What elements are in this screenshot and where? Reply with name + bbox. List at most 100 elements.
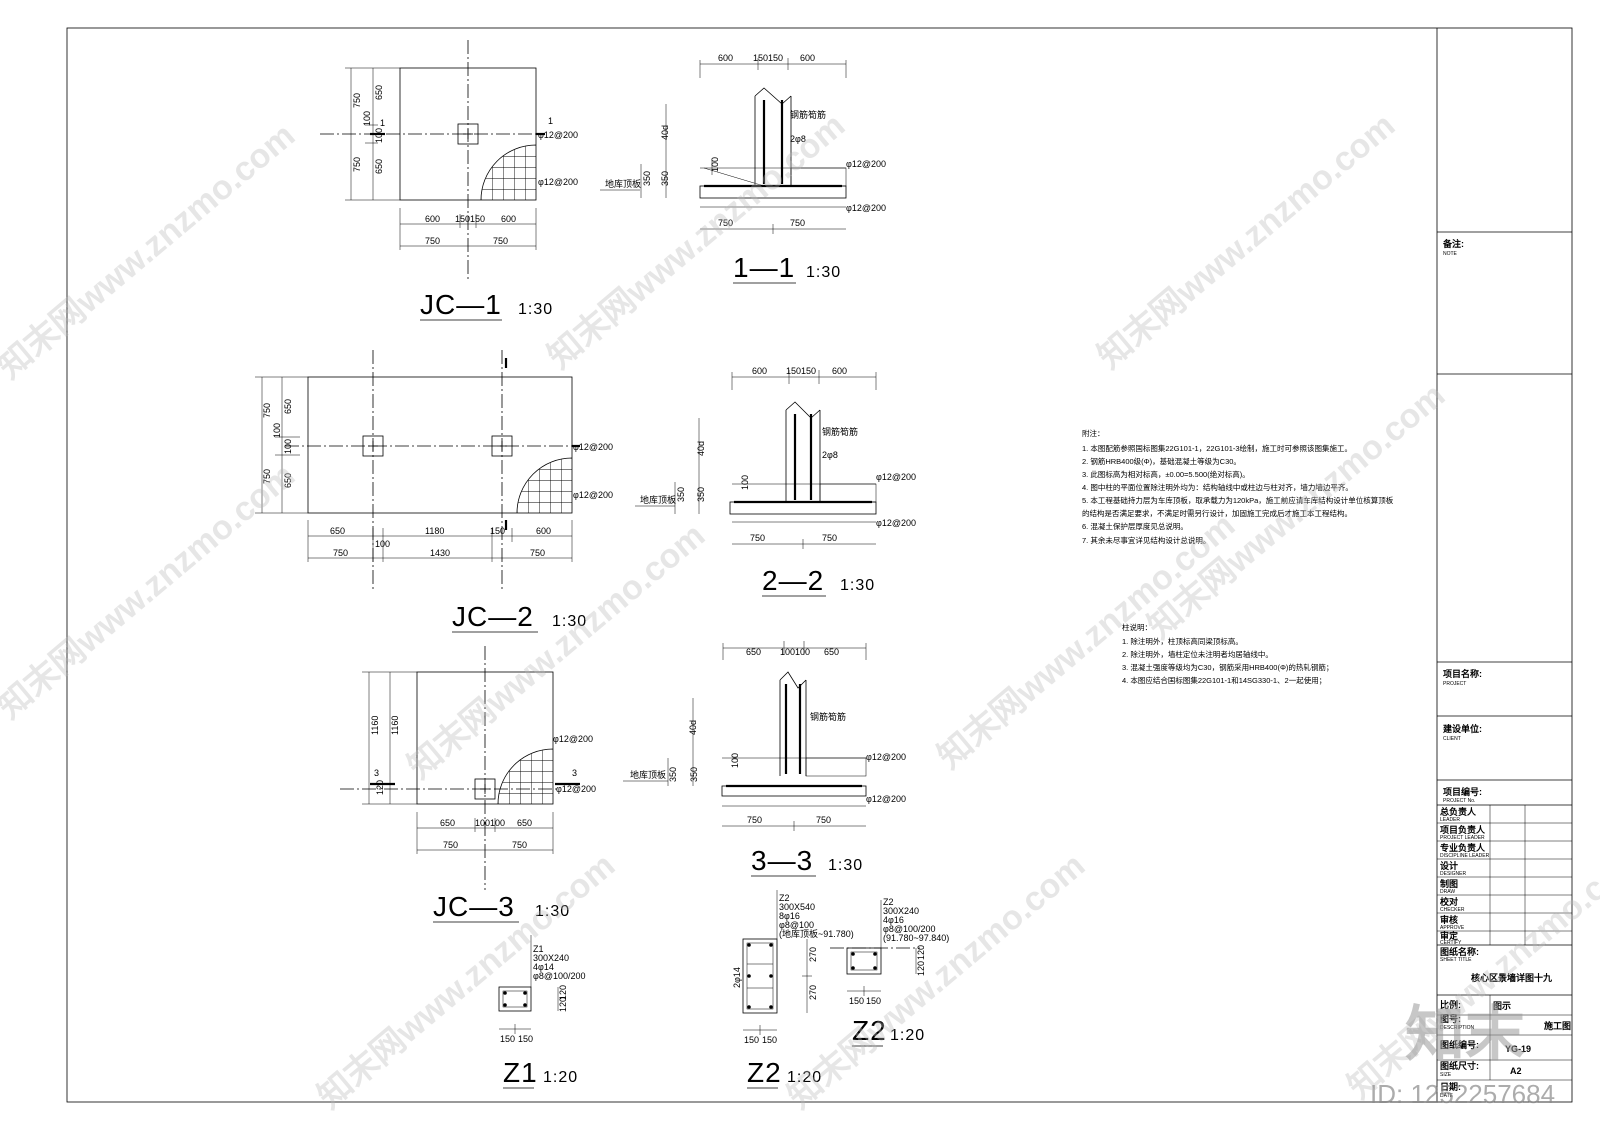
- tb-date-en: DATE: [1440, 1093, 1454, 1099]
- note-line: 5. 本工程基础持力层为车库顶板，取承载力为120kPa，施工前应请车库结构设计…: [1082, 495, 1394, 505]
- column-title: Z2: [852, 1015, 887, 1046]
- dim: 1160: [370, 716, 380, 735]
- dim: 750: [443, 840, 458, 850]
- note-line: 1. 除注明外，柱顶标高同梁顶标高。: [1122, 636, 1243, 646]
- dim: 750: [718, 218, 733, 228]
- section-title: 3—3: [751, 845, 813, 876]
- column-scale: 1:20: [890, 1027, 925, 1044]
- dim: 350: [660, 171, 670, 186]
- tb-project-en: PROJECT: [1443, 681, 1466, 687]
- plan-scale: 1:30: [518, 301, 553, 318]
- col-spec: (地库顶板~91.780): [779, 928, 854, 939]
- tb-desc-label: 图号:: [1440, 1014, 1461, 1024]
- plan-jc2: 650 1180 150 600 750 100 1430 750 750 10…: [255, 350, 613, 633]
- dim: 100100: [780, 647, 810, 657]
- tie-label: 2φ8: [790, 134, 806, 144]
- dim: 750: [333, 548, 348, 558]
- dim: 1430: [430, 548, 450, 558]
- dim: 650: [517, 818, 532, 828]
- tb-role: 校对: [1440, 896, 1458, 907]
- slab-label: 地库顶板: [640, 494, 676, 505]
- dim: 150150: [753, 53, 783, 63]
- dim: 120: [558, 997, 568, 1012]
- col-spec: φ8@100/200: [883, 924, 936, 934]
- tb-client-en: CLIENT: [1443, 736, 1461, 742]
- dim: 100: [374, 128, 384, 143]
- dim: 150150: [455, 214, 485, 224]
- dim: 750: [822, 533, 837, 543]
- plan-title: JC—1: [420, 289, 502, 320]
- tb-projno-label: 项目编号:: [1443, 786, 1482, 797]
- slab-label: 地库顶板: [630, 769, 666, 780]
- dim: 150: [744, 1035, 759, 1045]
- dim: 270: [808, 947, 818, 962]
- dim: 350: [696, 487, 706, 502]
- slab-label: 地库顶板: [605, 178, 641, 189]
- dim: 40d: [696, 441, 706, 456]
- dim: 100100: [475, 818, 505, 828]
- dim: 750: [352, 93, 362, 108]
- rebar-label: φ12@200: [846, 203, 886, 213]
- tb-stage: 施工图: [1544, 1020, 1571, 1031]
- dim: 40d: [660, 125, 670, 140]
- tb-role-en: CERTIFY: [1440, 940, 1462, 946]
- rebar-label: φ12@200: [846, 159, 886, 169]
- watermark-text: 知末网www.znzmo.com: [541, 106, 852, 376]
- tb-role-en: LEADER: [1440, 817, 1460, 823]
- dim: 600: [536, 526, 551, 536]
- dim: 270: [808, 985, 818, 1000]
- tb-role: 专业负责人: [1440, 842, 1486, 853]
- dim: 750: [425, 236, 440, 246]
- dim: 650: [283, 399, 293, 414]
- tb-role-en: DESIGNER: [1440, 871, 1467, 877]
- dim: 600: [800, 53, 815, 63]
- note-line: 6. 混凝土保护层厚度见总说明。: [1082, 521, 1188, 531]
- notes-heading: 柱说明：: [1122, 622, 1152, 632]
- note-line: 4. 图中柱的平面位置除注明外均为：结构轴线中或柱边与柱对齐，墙力墙边平齐。: [1082, 482, 1353, 492]
- rebar-label: φ12@200: [556, 784, 596, 794]
- dim: 350: [676, 487, 686, 502]
- dim: 100: [362, 111, 372, 126]
- dim: 150150: [786, 366, 816, 376]
- dim: 100: [283, 439, 293, 454]
- tb-role: 总负责人: [1440, 806, 1477, 817]
- tb-role-en: CHECKER: [1440, 907, 1465, 913]
- dim: 750: [262, 403, 272, 418]
- watermark: 知末网www.znzmo.com 知末网www.znzmo.com 知末网www…: [0, 106, 1600, 1116]
- dim: 100: [730, 753, 740, 768]
- dim: 350: [668, 767, 678, 782]
- col-spec: 300X240: [883, 906, 919, 916]
- note-line: 7. 其余未尽事宜详见结构设计总说明。: [1082, 535, 1210, 545]
- watermark-text: 知末网www.znzmo.com: [1091, 106, 1402, 376]
- stirrup-label: 钢筋筍筋: [790, 109, 826, 120]
- section-2-2: 600 150150 600 750 750 40d 350 350 100 地…: [635, 366, 916, 597]
- tb-note-en: NOTE: [1443, 251, 1458, 257]
- dim: 600: [425, 214, 440, 224]
- rebar-label: φ12@200: [876, 472, 916, 482]
- note-line: 的结构是否满足要求，不满足时需另行设计，加固施工完成后才施工本工程结构。: [1082, 508, 1352, 518]
- watermark-id: ID: 1252257684: [1370, 1079, 1555, 1109]
- dim: 650: [824, 647, 839, 657]
- tb-sheet-title: 核心区景墙详图十九: [1471, 972, 1552, 983]
- rebar-label: φ12@200: [573, 490, 613, 500]
- col-spec: 8φ16: [779, 911, 800, 921]
- col-spec: φ8@100/200: [533, 971, 586, 981]
- section-3-3: 650 100100 650 750 750 40d 350 350 100 地…: [623, 641, 906, 877]
- notes-heading: 附注：: [1082, 428, 1105, 438]
- watermark-brand: 知末: [1405, 1001, 1525, 1068]
- rebar-label: φ12@200: [866, 794, 906, 804]
- dim: 750: [790, 218, 805, 228]
- dim: 750: [352, 157, 362, 172]
- dim: 150: [518, 1034, 533, 1044]
- tb-sheetno-label: 图纸编号:: [1440, 1039, 1479, 1050]
- cut-mark: 3: [572, 768, 577, 778]
- dim: 150: [866, 996, 881, 1006]
- dim: 350: [689, 767, 699, 782]
- note-line: 2. 钢筋HRB400级(Φ)，基础混凝土等级为C30。: [1082, 456, 1241, 466]
- dim: 150: [490, 526, 505, 536]
- stirrup-label: 钢筋筍筋: [810, 711, 846, 722]
- col-spec: (91.780~97.840): [883, 933, 949, 943]
- tb-client-label: 建设单位:: [1443, 723, 1482, 734]
- column-title: Z2: [747, 1057, 782, 1088]
- dim: 650: [746, 647, 761, 657]
